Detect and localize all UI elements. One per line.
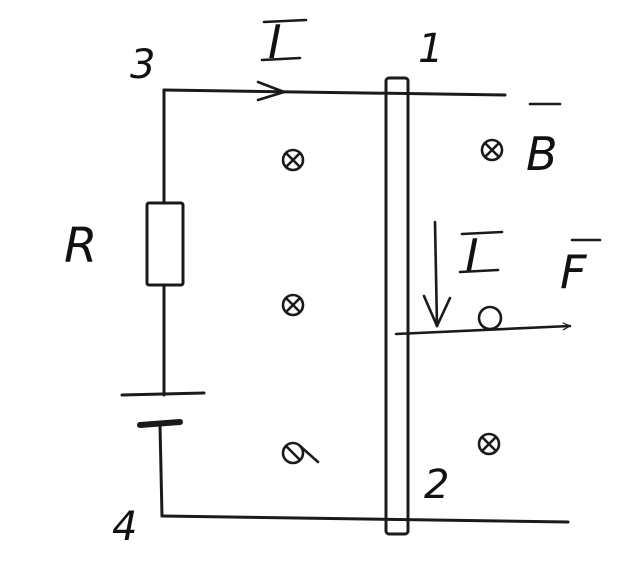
- bottom-rail: [160, 514, 570, 524]
- left-wire-lower: [158, 423, 164, 518]
- node-label-2: 2: [424, 462, 449, 508]
- current-label-rod-serif-bottom: [458, 268, 500, 274]
- node-label-1: 1: [418, 26, 443, 72]
- force-arrow: [394, 326, 572, 336]
- current-label-top: I: [268, 15, 282, 69]
- current-arrow-rod: [433, 220, 439, 328]
- field-symbol-3: [281, 441, 320, 465]
- battery-long-plate: [120, 391, 206, 397]
- current-label-rod: I: [465, 229, 479, 283]
- field-symbol-1: [281, 148, 305, 172]
- current-arrow-rod-head: [422, 294, 452, 328]
- field-label: B: [526, 127, 558, 181]
- field-symbol-4: [480, 138, 504, 162]
- node-label-3: 3: [130, 42, 155, 88]
- resistor: [145, 201, 185, 287]
- field-symbol-2: [281, 293, 305, 317]
- current-label-top-serif-bottom: [260, 56, 302, 62]
- top-rail: [162, 88, 507, 97]
- field-symbol-5: [477, 432, 501, 456]
- node-label-4: 4: [112, 504, 137, 550]
- current-arrow-top: [256, 80, 286, 102]
- sliding-rod: [384, 76, 410, 536]
- resistor-label: R: [64, 218, 97, 274]
- current-label-rod-serif-top: [460, 230, 504, 236]
- force-label: F: [560, 245, 587, 299]
- rod-midpoint-circle: [477, 305, 503, 331]
- current-label-top-serif-top: [262, 18, 308, 24]
